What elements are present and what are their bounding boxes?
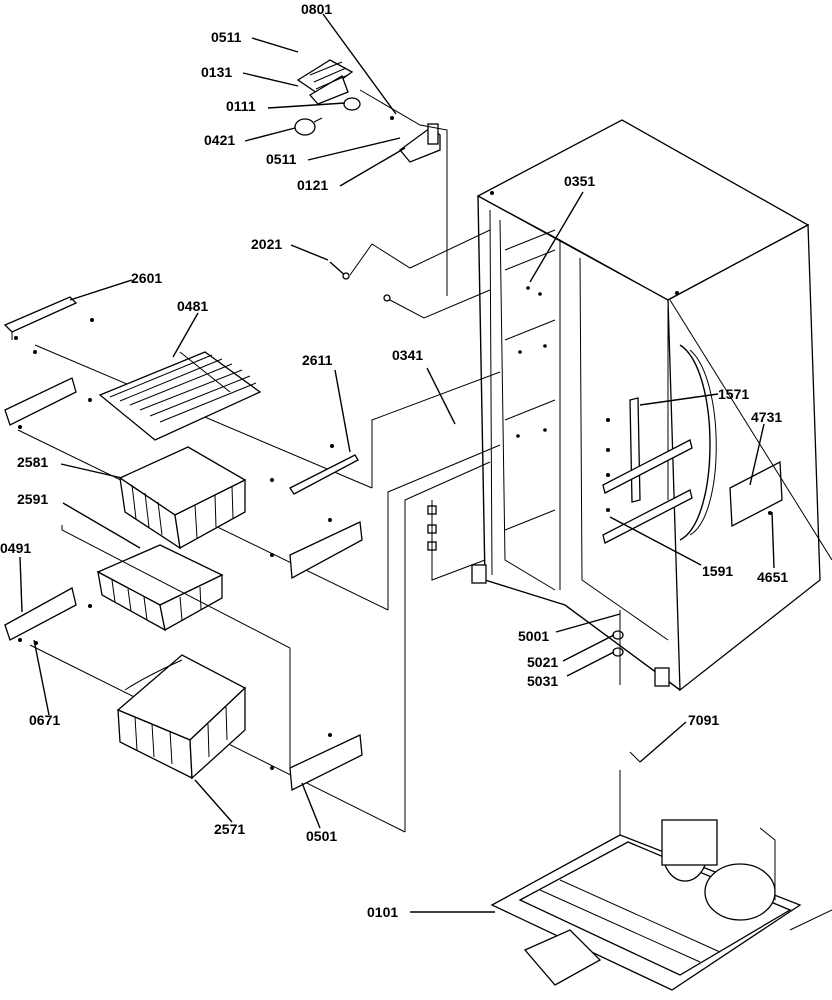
label-0671: 0671: [29, 712, 60, 728]
label-0801: 0801: [301, 1, 332, 17]
thermostat-part: [329, 229, 491, 319]
shelf-rails: [3, 296, 406, 833]
basket-front-panel-upper: [270, 444, 501, 610]
label-5001: 5001: [518, 628, 549, 644]
label-0101: 0101: [367, 904, 398, 920]
label-2581: 2581: [17, 454, 48, 470]
label-5021: 5021: [527, 654, 558, 670]
part-labels: 0801 0511 0131 0111 0421 0511 0121 0351 …: [0, 1, 788, 920]
label-1571: 1571: [718, 386, 749, 402]
divider-rail: [270, 371, 501, 495]
label-2601: 2601: [131, 270, 162, 286]
label-0421: 0421: [204, 132, 235, 148]
label-0351: 0351: [564, 173, 595, 189]
basket-upper: [118, 446, 247, 550]
leader-lines: [19, 13, 775, 913]
label-2611: 2611: [302, 352, 333, 368]
label-0131: 0131: [201, 64, 232, 80]
light-assembly: [294, 59, 448, 296]
label-2021: 2021: [251, 236, 282, 252]
label-0341: 0341: [392, 347, 423, 363]
label-5031: 5031: [527, 673, 558, 689]
label-2591: 2591: [17, 491, 48, 507]
label-0121: 0121: [297, 177, 328, 193]
wire-shelf: [98, 351, 262, 441]
label-0511-top: 0511: [211, 29, 242, 45]
machine-compartment: [490, 299, 832, 991]
label-0481: 0481: [177, 298, 208, 314]
label-4651: 4651: [757, 569, 788, 585]
basket-middle: [96, 544, 224, 632]
label-2571: 2571: [214, 821, 245, 837]
basket-lower: [116, 654, 247, 780]
hinge-parts: [427, 500, 624, 685]
label-0491: 0491: [0, 540, 31, 556]
label-0501: 0501: [306, 828, 337, 844]
control-brackets: [602, 397, 783, 544]
label-1591: 1591: [702, 563, 733, 579]
label-7091: 7091: [688, 712, 719, 728]
label-0111: 0111: [226, 98, 256, 114]
basket-front-panel-lower: [61, 461, 491, 832]
cabinet: [471, 119, 821, 692]
label-4731: 4731: [751, 409, 782, 425]
label-0511-bottom: 0511: [266, 151, 297, 167]
